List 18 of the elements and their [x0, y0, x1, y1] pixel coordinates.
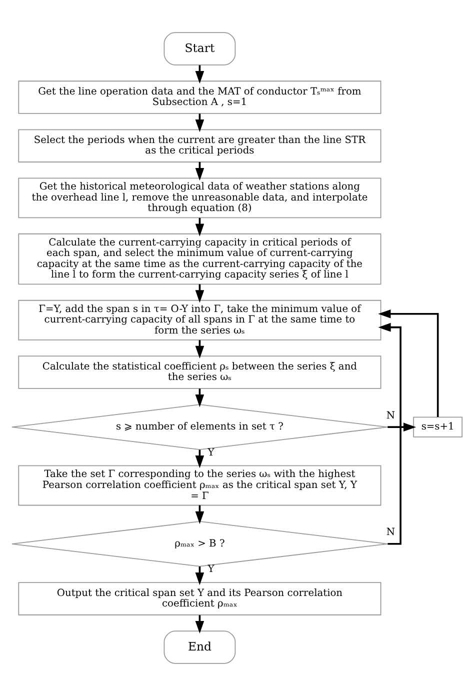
node-box: Select the periods when the current are greater than the line STR as the critical periods	[18, 128, 382, 162]
edge-label: N	[386, 526, 396, 538]
node-box: Calculate the current-carrying capacity in critical periods of each span, and select the minimum value of current-carrying capacity at the same time as the current-carrying capacity of the line l to form the current-carrying capacity series ξ of line l	[18, 232, 382, 284]
edge-label: Y	[208, 564, 214, 575]
node-box: Output the critical span set Y and its Pearson correlation coefficient ρₘₐₓ	[18, 582, 382, 615]
node-box: End	[164, 630, 236, 664]
node-box: s=s+1	[413, 416, 463, 437]
edge-label: Y	[208, 446, 214, 458]
node-box: Γ=Y, add the span s in τ= O-Y into Γ, take the minimum value of current-carrying capacity of all spans in Γ at the same time to form the series ωₛ	[18, 299, 382, 340]
node-box: Take the set Γ corresponding to the series ωₛ with the highest Pearson correlation coefficient ρₘₐₓ as the critical span set Y, Y = Γ	[18, 464, 382, 506]
node-box: Start	[164, 32, 236, 65]
arrow	[388, 422, 416, 431]
node-box: Calculate the statistical coefficient ρₛ between the series ξ and the series ωₛ	[18, 355, 382, 388]
arrow	[378, 308, 439, 417]
node-box: Get the historical meteorological data of weather stations along the overhead line l, remove the unreasonable data, and interpolate through equation (8)	[18, 177, 382, 218]
node-diamond: s ⩾ number of elements in set τ ?	[11, 404, 388, 450]
node-box: Get the line operation data and the MAT of conductor Tₛᵐᵃˣ from Subsection A , s=1	[18, 80, 382, 114]
edge-label: N	[386, 410, 395, 421]
